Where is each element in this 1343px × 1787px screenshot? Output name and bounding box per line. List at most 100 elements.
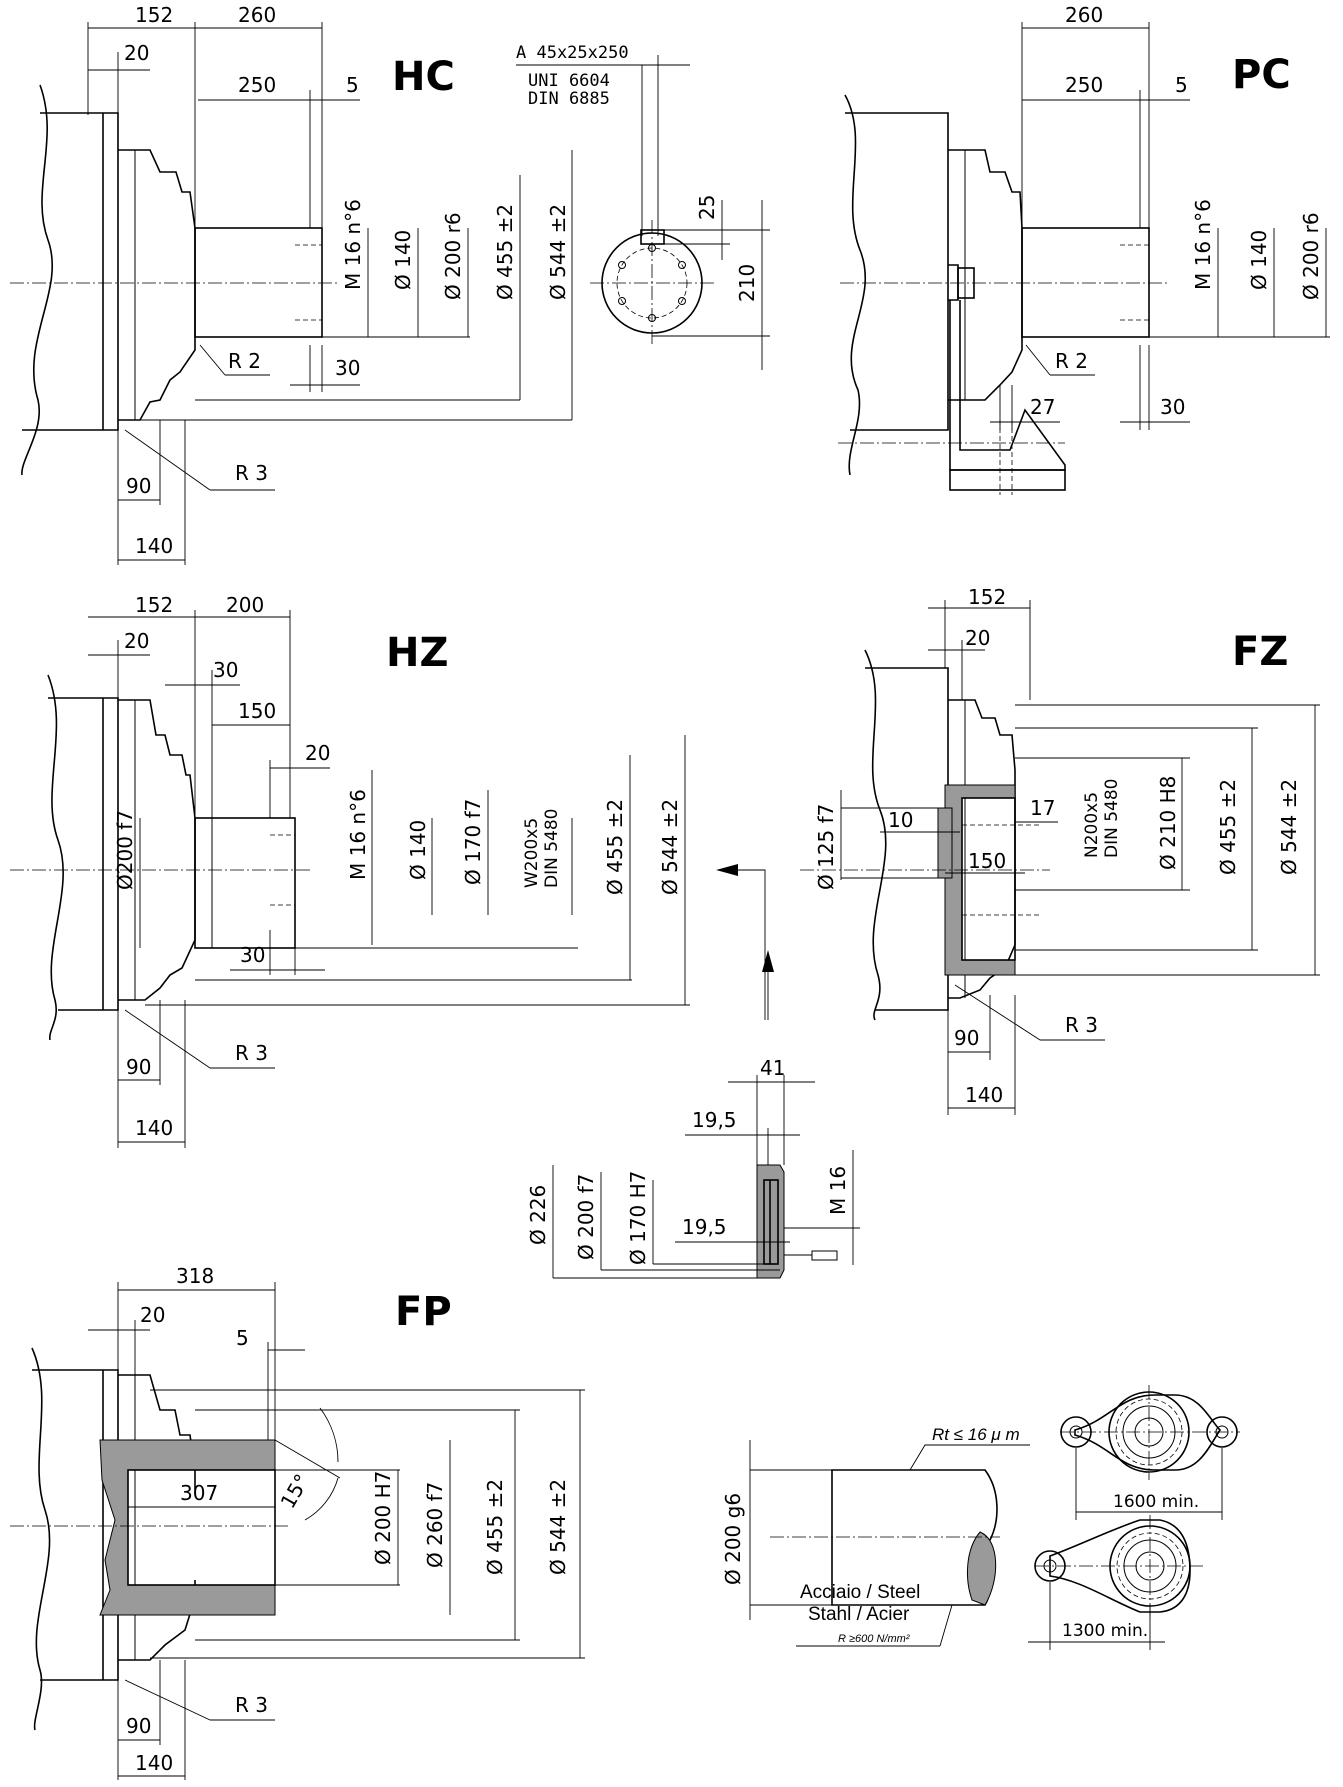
svg-text:30: 30 xyxy=(335,356,360,380)
fz-title: FZ xyxy=(1232,629,1288,675)
svg-text:Ø 260 f7: Ø 260 f7 xyxy=(423,1482,447,1568)
torque-arm-double xyxy=(1074,1394,1222,1471)
svg-text:152: 152 xyxy=(968,585,1006,609)
fz-hollow-shaft-section xyxy=(944,784,1016,976)
svg-text:140: 140 xyxy=(135,1116,173,1140)
key-section: A 45x25x250 UNI 6604 DIN 6885 25 210 xyxy=(516,43,770,370)
hz-splined-shaft xyxy=(194,817,296,949)
svg-text:30: 30 xyxy=(1160,395,1185,419)
svg-text:5: 5 xyxy=(236,1326,249,1350)
svg-text:Ø 140: Ø 140 xyxy=(406,820,430,880)
hc-view: HC 152 260 20 250 5 M 16 n°6 Ø 140 Ø 200… xyxy=(10,3,573,565)
svg-text:19,5: 19,5 xyxy=(682,1215,727,1239)
svg-text:Ø 140: Ø 140 xyxy=(391,230,415,290)
svg-text:R ≥600 N/mm²: R ≥600 N/mm² xyxy=(838,1633,910,1645)
pc-flange xyxy=(948,149,1023,401)
svg-text:M 16 n°6: M 16 n°6 xyxy=(341,199,365,290)
svg-text:R 2: R 2 xyxy=(228,349,261,373)
svg-text:Ø 125 f7: Ø 125 f7 xyxy=(814,804,838,890)
svg-text:Ø 544 ±2: Ø 544 ±2 xyxy=(546,1479,570,1575)
pc-title: PC xyxy=(1232,52,1291,98)
svg-text:140: 140 xyxy=(135,1751,173,1775)
svg-text:Ø 170 H7: Ø 170 H7 xyxy=(626,1171,650,1265)
shaft-detail: Ø 200 g6 Rt ≤ 16 μ m Acciaio / Steel Sta… xyxy=(721,1425,1030,1647)
hz-flange xyxy=(118,699,196,1001)
hc-title: HC xyxy=(392,54,455,100)
svg-text:UNI 6604: UNI 6604 xyxy=(528,71,610,91)
svg-text:250: 250 xyxy=(238,73,276,97)
fp-title: FP xyxy=(395,1289,452,1335)
svg-text:Ø 200 r6: Ø 200 r6 xyxy=(1299,212,1323,300)
svg-text:150: 150 xyxy=(968,849,1006,873)
svg-text:Ø 210 H8: Ø 210 H8 xyxy=(1156,776,1180,870)
svg-text:Ø 455 ±2: Ø 455 ±2 xyxy=(603,799,627,895)
hc-shaft xyxy=(194,227,323,338)
svg-text:N200x5: N200x5 xyxy=(1082,792,1102,858)
svg-text:5: 5 xyxy=(1175,73,1188,97)
hc-cut-edge xyxy=(21,84,53,476)
svg-text:R 3: R 3 xyxy=(235,1041,268,1065)
svg-text:200: 200 xyxy=(226,593,264,617)
svg-text:Ø 200 r6: Ø 200 r6 xyxy=(441,212,465,300)
svg-text:10: 10 xyxy=(888,808,913,832)
svg-text:R 3: R 3 xyxy=(235,1693,268,1717)
svg-text:Stahl / Acier: Stahl / Acier xyxy=(808,1604,910,1625)
svg-text:Ø 544 ±2: Ø 544 ±2 xyxy=(1277,779,1301,875)
svg-text:250: 250 xyxy=(1065,73,1103,97)
svg-text:DIN 5480: DIN 5480 xyxy=(1102,779,1122,859)
arrow-left-icon xyxy=(716,864,738,876)
svg-text:318: 318 xyxy=(176,1264,214,1288)
assembly-arrows xyxy=(716,864,774,1020)
svg-text:90: 90 xyxy=(126,1055,151,1079)
bolt xyxy=(811,1250,838,1261)
svg-text:M 16 n°6: M 16 n°6 xyxy=(346,789,370,880)
svg-text:M 16: M 16 xyxy=(826,1166,850,1215)
svg-text:Ø 544 ±2: Ø 544 ±2 xyxy=(546,204,570,300)
svg-text:Ø 455 ±2: Ø 455 ±2 xyxy=(1216,779,1240,875)
hc-flange xyxy=(118,149,196,421)
svg-text:DIN 6885: DIN 6885 xyxy=(528,89,610,109)
svg-text:15°: 15° xyxy=(276,1470,315,1513)
svg-text:25: 25 xyxy=(695,195,719,220)
svg-text:140: 140 xyxy=(965,1083,1003,1107)
svg-text:Ø 544 ±2: Ø 544 ±2 xyxy=(658,799,682,895)
svg-text:Ø 200 f7: Ø 200 f7 xyxy=(574,1174,598,1260)
svg-text:20: 20 xyxy=(124,41,149,65)
svg-text:Ø 455 ±2: Ø 455 ±2 xyxy=(483,1479,507,1575)
pc-shaft xyxy=(1021,227,1150,338)
svg-text:W200x5: W200x5 xyxy=(522,818,542,888)
hz-title: HZ xyxy=(386,630,448,676)
svg-text:27: 27 xyxy=(1030,395,1055,419)
fz-flange xyxy=(948,699,1016,999)
cover-detail: 41 19,5 Ø 226 Ø 200 f7 Ø 170 H7 19,5 M 1… xyxy=(526,1056,860,1279)
pc-torque-bracket xyxy=(949,300,1066,471)
svg-text:20: 20 xyxy=(124,629,149,653)
hz-view: HZ 152 200 20 30 150 20 Ø200 f7 M 16 n°6… xyxy=(10,593,690,1148)
fp-view: FP 318 20 5 307 15° Ø 200 H7 Ø 260 f7 Ø … xyxy=(10,1264,585,1780)
svg-text:R 2: R 2 xyxy=(1055,349,1088,373)
svg-text:17: 17 xyxy=(1030,796,1055,820)
key-slot xyxy=(640,229,665,245)
svg-text:20: 20 xyxy=(305,741,330,765)
svg-text:Rt ≤ 16 μ m: Rt ≤ 16 μ m xyxy=(932,1425,1020,1444)
svg-text:R 3: R 3 xyxy=(235,461,268,485)
fz-view: FZ 152 20 Ø 125 f7 10 17 150 N200x5 DIN … xyxy=(800,585,1320,1115)
svg-text:307: 307 xyxy=(180,1481,218,1505)
svg-text:Ø 140: Ø 140 xyxy=(1247,230,1271,290)
svg-text:Ø 226: Ø 226 xyxy=(526,1185,550,1245)
svg-text:M 16 n°6: M 16 n°6 xyxy=(1191,199,1215,290)
svg-text:5: 5 xyxy=(346,73,359,97)
svg-text:30: 30 xyxy=(240,943,265,967)
fp-flange xyxy=(118,1374,196,1661)
torque-arms: 1600 min. 1300 min. xyxy=(1028,1385,1240,1650)
svg-text:R 3: R 3 xyxy=(1065,1013,1098,1037)
svg-text:90: 90 xyxy=(126,1714,151,1738)
svg-text:Ø 200 g6: Ø 200 g6 xyxy=(721,1493,745,1585)
svg-text:260: 260 xyxy=(238,3,276,27)
svg-text:152: 152 xyxy=(135,593,173,617)
fp-hollow-shaft-section xyxy=(99,1439,276,1616)
svg-text:A 45x25x250: A 45x25x250 xyxy=(516,43,629,63)
svg-text:20: 20 xyxy=(965,626,990,650)
svg-text:152: 152 xyxy=(135,3,173,27)
